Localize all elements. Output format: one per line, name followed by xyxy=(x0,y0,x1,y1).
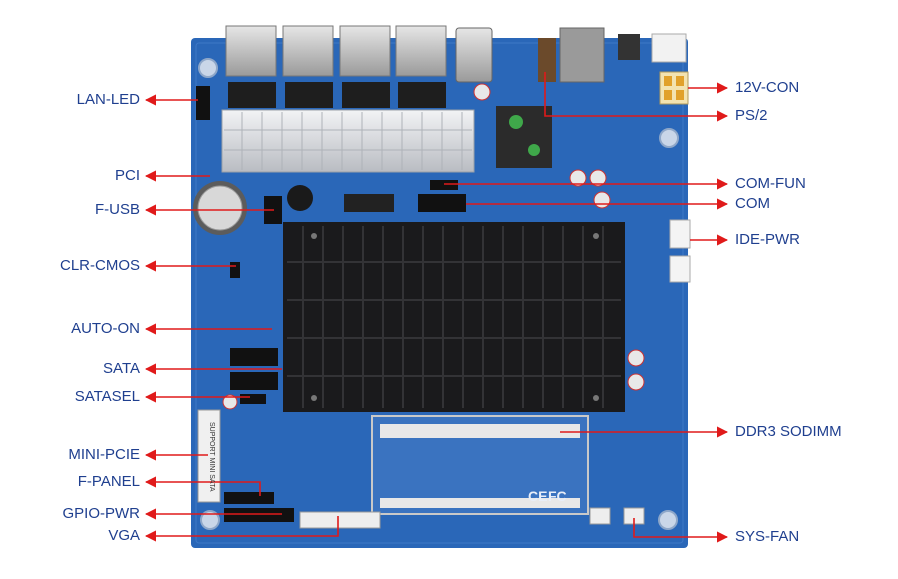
buzzer xyxy=(287,185,313,211)
sata-ports xyxy=(230,348,278,390)
capacitors xyxy=(222,83,645,410)
sys-fan-connector xyxy=(589,507,611,525)
arrow-vga xyxy=(144,516,339,542)
label-clr-cmos: CLR-CMOS xyxy=(59,257,140,274)
bios-chip xyxy=(344,194,394,212)
arrow-ps2 xyxy=(544,72,729,122)
leader-lines xyxy=(144,72,729,543)
mini-pcie-slot xyxy=(197,409,221,503)
label-ide-pwr: IDE-PWR xyxy=(735,231,800,248)
vga-port-top xyxy=(559,27,605,83)
lan-transformers xyxy=(228,82,446,108)
audio-jack xyxy=(618,34,640,60)
label-f-usb: F-USB xyxy=(95,201,140,218)
label-auto-on: AUTO-ON xyxy=(71,320,140,337)
lan-ports xyxy=(225,25,447,77)
label-gpio-pwr: GPIO-PWR xyxy=(62,505,141,522)
mounting-holes xyxy=(198,58,679,530)
label-sys-fan: SYS-FAN xyxy=(735,528,800,545)
ce-mark: CE xyxy=(528,488,548,504)
satasel-jumper xyxy=(240,394,266,404)
power-connector-12v xyxy=(659,71,689,105)
label-ddr3-sodimm: DDR3 SODIMM xyxy=(735,423,842,440)
com-fun-header xyxy=(430,180,458,190)
sodimm-slot xyxy=(371,415,589,515)
label-mini-pcie: MINI-PCIE xyxy=(68,446,140,463)
fcc-mark: FC xyxy=(548,488,567,504)
ide-pwr-connector xyxy=(669,219,691,249)
label-vga: VGA xyxy=(108,527,140,544)
clr-cmos-jumper xyxy=(230,262,240,278)
label-satasel: SATASEL xyxy=(74,388,140,405)
aux-connector xyxy=(669,255,691,283)
arrow-sys-fan xyxy=(633,518,729,543)
label-f-panel: F-PANEL xyxy=(77,473,140,490)
cmos-battery xyxy=(193,181,247,235)
black-heatsink xyxy=(283,222,625,412)
arrow-f-panel xyxy=(144,476,261,496)
silver-heatsink xyxy=(221,109,475,173)
ps2-port xyxy=(538,38,556,82)
com-header xyxy=(418,194,466,212)
label-com-fun: COM-FUN xyxy=(735,175,806,192)
gpio-pwr-header xyxy=(224,508,294,522)
vga-header xyxy=(299,511,381,529)
label-sata: SATA xyxy=(103,360,140,377)
f-panel-header xyxy=(224,492,274,504)
usb-port xyxy=(455,27,493,83)
label-com: COM xyxy=(735,195,770,212)
label-pci: PCI xyxy=(114,167,140,184)
dc-jack xyxy=(651,33,687,63)
label-12v-con: 12V-CON xyxy=(735,79,800,96)
super-io-chip xyxy=(496,106,552,168)
label-ps2: PS/2 xyxy=(735,107,768,124)
lan-led-header xyxy=(196,86,210,120)
mini-slot-text: SUPPORT MINI SATA xyxy=(208,422,215,492)
label-lan-led: LAN-LED xyxy=(76,91,140,108)
